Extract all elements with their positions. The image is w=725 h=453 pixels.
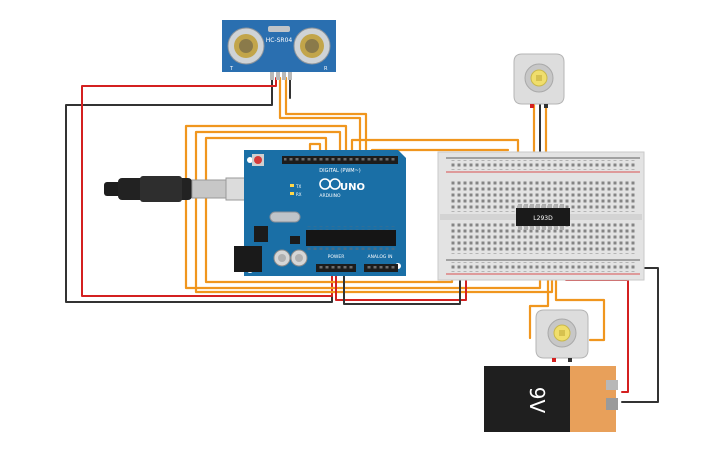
wire-motor-bot-b	[554, 253, 606, 342]
uno-brand-label: UNO	[340, 182, 365, 193]
tx-label: TX	[295, 184, 301, 189]
wire-battery-black	[621, 267, 659, 403]
power-label: POWER	[328, 254, 345, 260]
motor-driver-chip: L293D	[516, 204, 570, 230]
analog-label: ANALOG IN	[367, 254, 392, 260]
reset-button-icon	[254, 156, 262, 164]
wire-orange-loop-1	[184, 124, 542, 290]
microcontroller-chip	[306, 230, 396, 246]
battery-9v: 9V	[484, 366, 618, 432]
dc-motor-top	[513, 53, 565, 108]
battery-label: 9V	[525, 387, 549, 414]
ultrasonic-sensor: HC-SR04 T R	[222, 20, 336, 80]
arduino-logo-icon	[319, 178, 341, 190]
sensor-model-label: HC-SR04	[266, 37, 293, 44]
power-jack	[234, 246, 262, 272]
wire-orange-trig	[278, 76, 362, 160]
rx-label: RX	[296, 192, 302, 197]
crystal-oscillator	[269, 211, 301, 223]
sensor-t-mark: T	[229, 66, 234, 72]
wire-black-gnd-arduino	[343, 269, 461, 305]
wire-red-power	[335, 269, 467, 301]
usb-cable	[104, 176, 259, 202]
dc-motor-bottom	[535, 309, 589, 362]
wire-orange-echo	[284, 76, 368, 160]
wire-orange-loop-2	[194, 130, 554, 294]
arduino-uno: DIGITAL (PWM~) UNO ARDUINO TX RX	[234, 150, 406, 276]
driver-chip-label: L293D	[533, 215, 553, 222]
digital-label: DIGITAL (PWM~)	[319, 168, 361, 174]
sensor-r-mark: R	[324, 66, 328, 72]
arduino-logo-text: ARDUINO	[319, 193, 341, 199]
battery-terminal-negative	[606, 398, 618, 410]
battery-terminal-positive	[606, 380, 618, 390]
